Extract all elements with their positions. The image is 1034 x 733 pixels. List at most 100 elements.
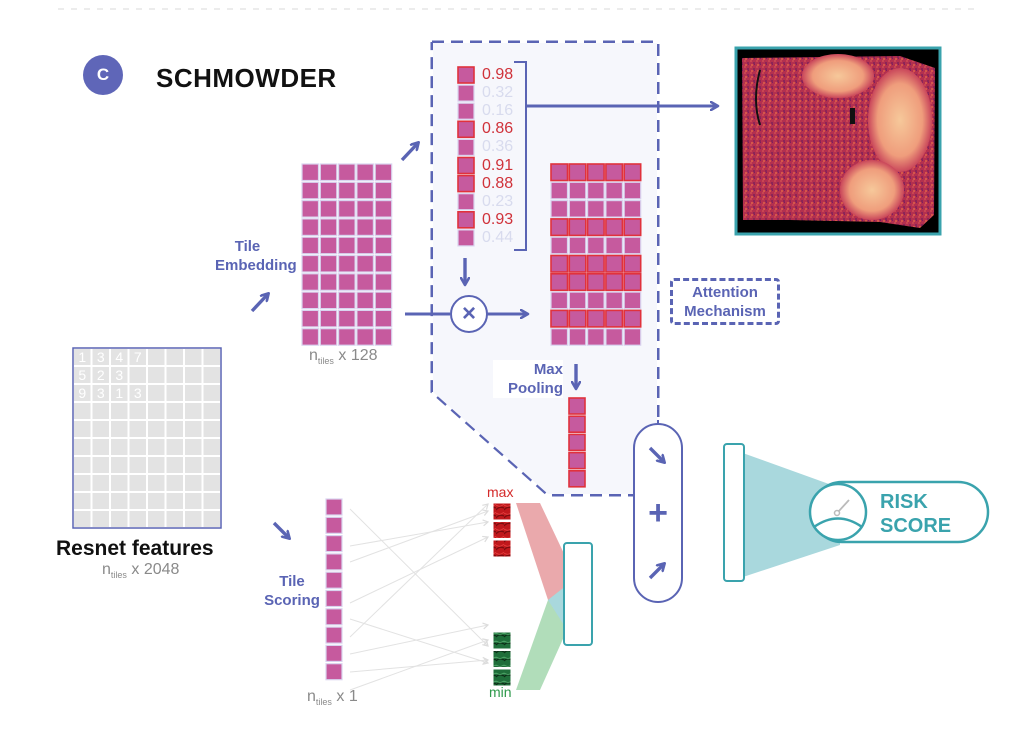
resnet-cell: [166, 385, 183, 401]
weighted-cell: [586, 254, 605, 273]
attention-panel-fill: [433, 43, 657, 494]
resnet-cell: [111, 367, 128, 383]
pooled-cell: [568, 415, 586, 434]
weighted-cell: [568, 291, 587, 310]
resnet-cell: [148, 457, 165, 473]
gauge-base: [813, 517, 863, 529]
resnet-cell: [166, 511, 183, 527]
embedding-cell: [374, 181, 393, 200]
max-tile: [492, 502, 512, 521]
embedding-cell: [338, 309, 356, 328]
max-funnel: [516, 503, 567, 600]
resnet-cell: [92, 403, 109, 419]
risk-score-label: RISK SCORE: [880, 490, 951, 538]
weighted-cell: [623, 218, 642, 237]
embedding-cell: [338, 254, 356, 273]
gauge-needle: [837, 499, 850, 513]
resnet-cell: [111, 385, 128, 401]
resnet-cell: [111, 349, 128, 365]
resnet-cell-value: 1: [78, 349, 86, 365]
resnet-cell: [74, 403, 91, 419]
embedding-cell: [356, 273, 374, 291]
attention-score-cell: [457, 120, 475, 139]
resnet-cell: [185, 475, 202, 491]
embedding-cell: [356, 309, 374, 328]
embedding-cell: [301, 218, 320, 236]
embedding-cell: [338, 236, 356, 255]
resnet-cell: [203, 421, 220, 437]
weighted-cell: [586, 328, 605, 346]
resnet-cell: [185, 439, 202, 455]
embedding-cell: [374, 163, 393, 182]
weighted-embedding-matrix: [550, 163, 642, 346]
attention-score-value: 0.36: [482, 138, 514, 156]
pooled-cell: [568, 469, 586, 488]
resnet-cell: [74, 493, 91, 509]
scoring-dimension: ntiles x 1: [307, 688, 358, 707]
resnet-cell: [148, 385, 165, 401]
attention-heatmap-image: [734, 46, 942, 236]
embedding-cell: [301, 254, 320, 273]
resnet-cell: [148, 403, 165, 419]
weighted-cell: [568, 236, 587, 255]
attention-line-1: Attention: [692, 284, 758, 301]
embedding-cell: [301, 163, 320, 182]
attention-score-value: 0.86: [482, 120, 514, 138]
resnet-cell: [74, 367, 91, 383]
weighted-cell: [623, 254, 642, 273]
embedding-cell: [374, 309, 393, 328]
weighted-cell: [550, 309, 569, 328]
resnet-cell: [148, 475, 165, 491]
weighted-cell: [605, 254, 624, 273]
resnet-cell: [92, 493, 109, 509]
dim-sub: tiles: [110, 570, 127, 581]
gauge-pivot: [833, 509, 841, 517]
weighted-cell: [550, 163, 569, 182]
embedding-cell: [356, 218, 374, 236]
section-badge: C: [83, 55, 123, 95]
resnet-cell: [111, 493, 128, 509]
resnet-cell-value: 3: [97, 349, 105, 365]
diagram-title: SCHMOWDER: [156, 63, 337, 93]
scoring-cell: [325, 663, 343, 681]
weighted-cell: [550, 200, 569, 218]
attention-line-2: Mechanism: [684, 303, 766, 320]
tile-sorting-lines: [349, 503, 490, 691]
weighted-cell: [605, 236, 624, 255]
tile-embedding-line-1: Tile: [234, 238, 261, 255]
resnet-cell: [74, 385, 91, 401]
weighted-cell: [550, 272, 569, 292]
resnet-cell: [148, 439, 165, 455]
weighted-cell: [568, 309, 587, 328]
resnet-cell: [111, 457, 128, 473]
weighted-cell: [605, 309, 624, 328]
resnet-cell-value: 3: [134, 385, 142, 401]
sorting-line: [349, 656, 490, 673]
resnet-cell: [166, 439, 183, 455]
min-funnel: [516, 585, 567, 690]
resnet-cell: [203, 385, 220, 401]
resnet-cell: [111, 403, 128, 419]
risk-line-2: SCORE: [880, 515, 952, 537]
resnet-cell-value: 1: [115, 385, 123, 401]
scoring-cell: [325, 516, 343, 534]
dim-rest: x 2048: [126, 561, 180, 578]
resnet-cell-value: 7: [134, 349, 142, 365]
resnet-dimension: ntiles x 2048: [102, 561, 179, 580]
attention-score-cell: [457, 102, 475, 120]
dim-sub: tiles: [315, 697, 332, 708]
resnet-cell: [203, 457, 220, 473]
embedding-cell: [301, 328, 320, 346]
attention-score-cell: [457, 211, 475, 229]
weighted-cell: [568, 163, 587, 182]
resnet-cell: [111, 511, 128, 527]
embedding-cell: [301, 309, 320, 328]
attention-score-value: 0.88: [482, 174, 514, 192]
embedding-cell: [356, 254, 374, 273]
scoring-cell: [325, 589, 343, 608]
attention-score-value: 0.44: [482, 228, 514, 246]
sorting-line: [349, 503, 489, 638]
embedding-cell: [356, 328, 374, 346]
attention-score-value: 0.93: [482, 210, 514, 228]
